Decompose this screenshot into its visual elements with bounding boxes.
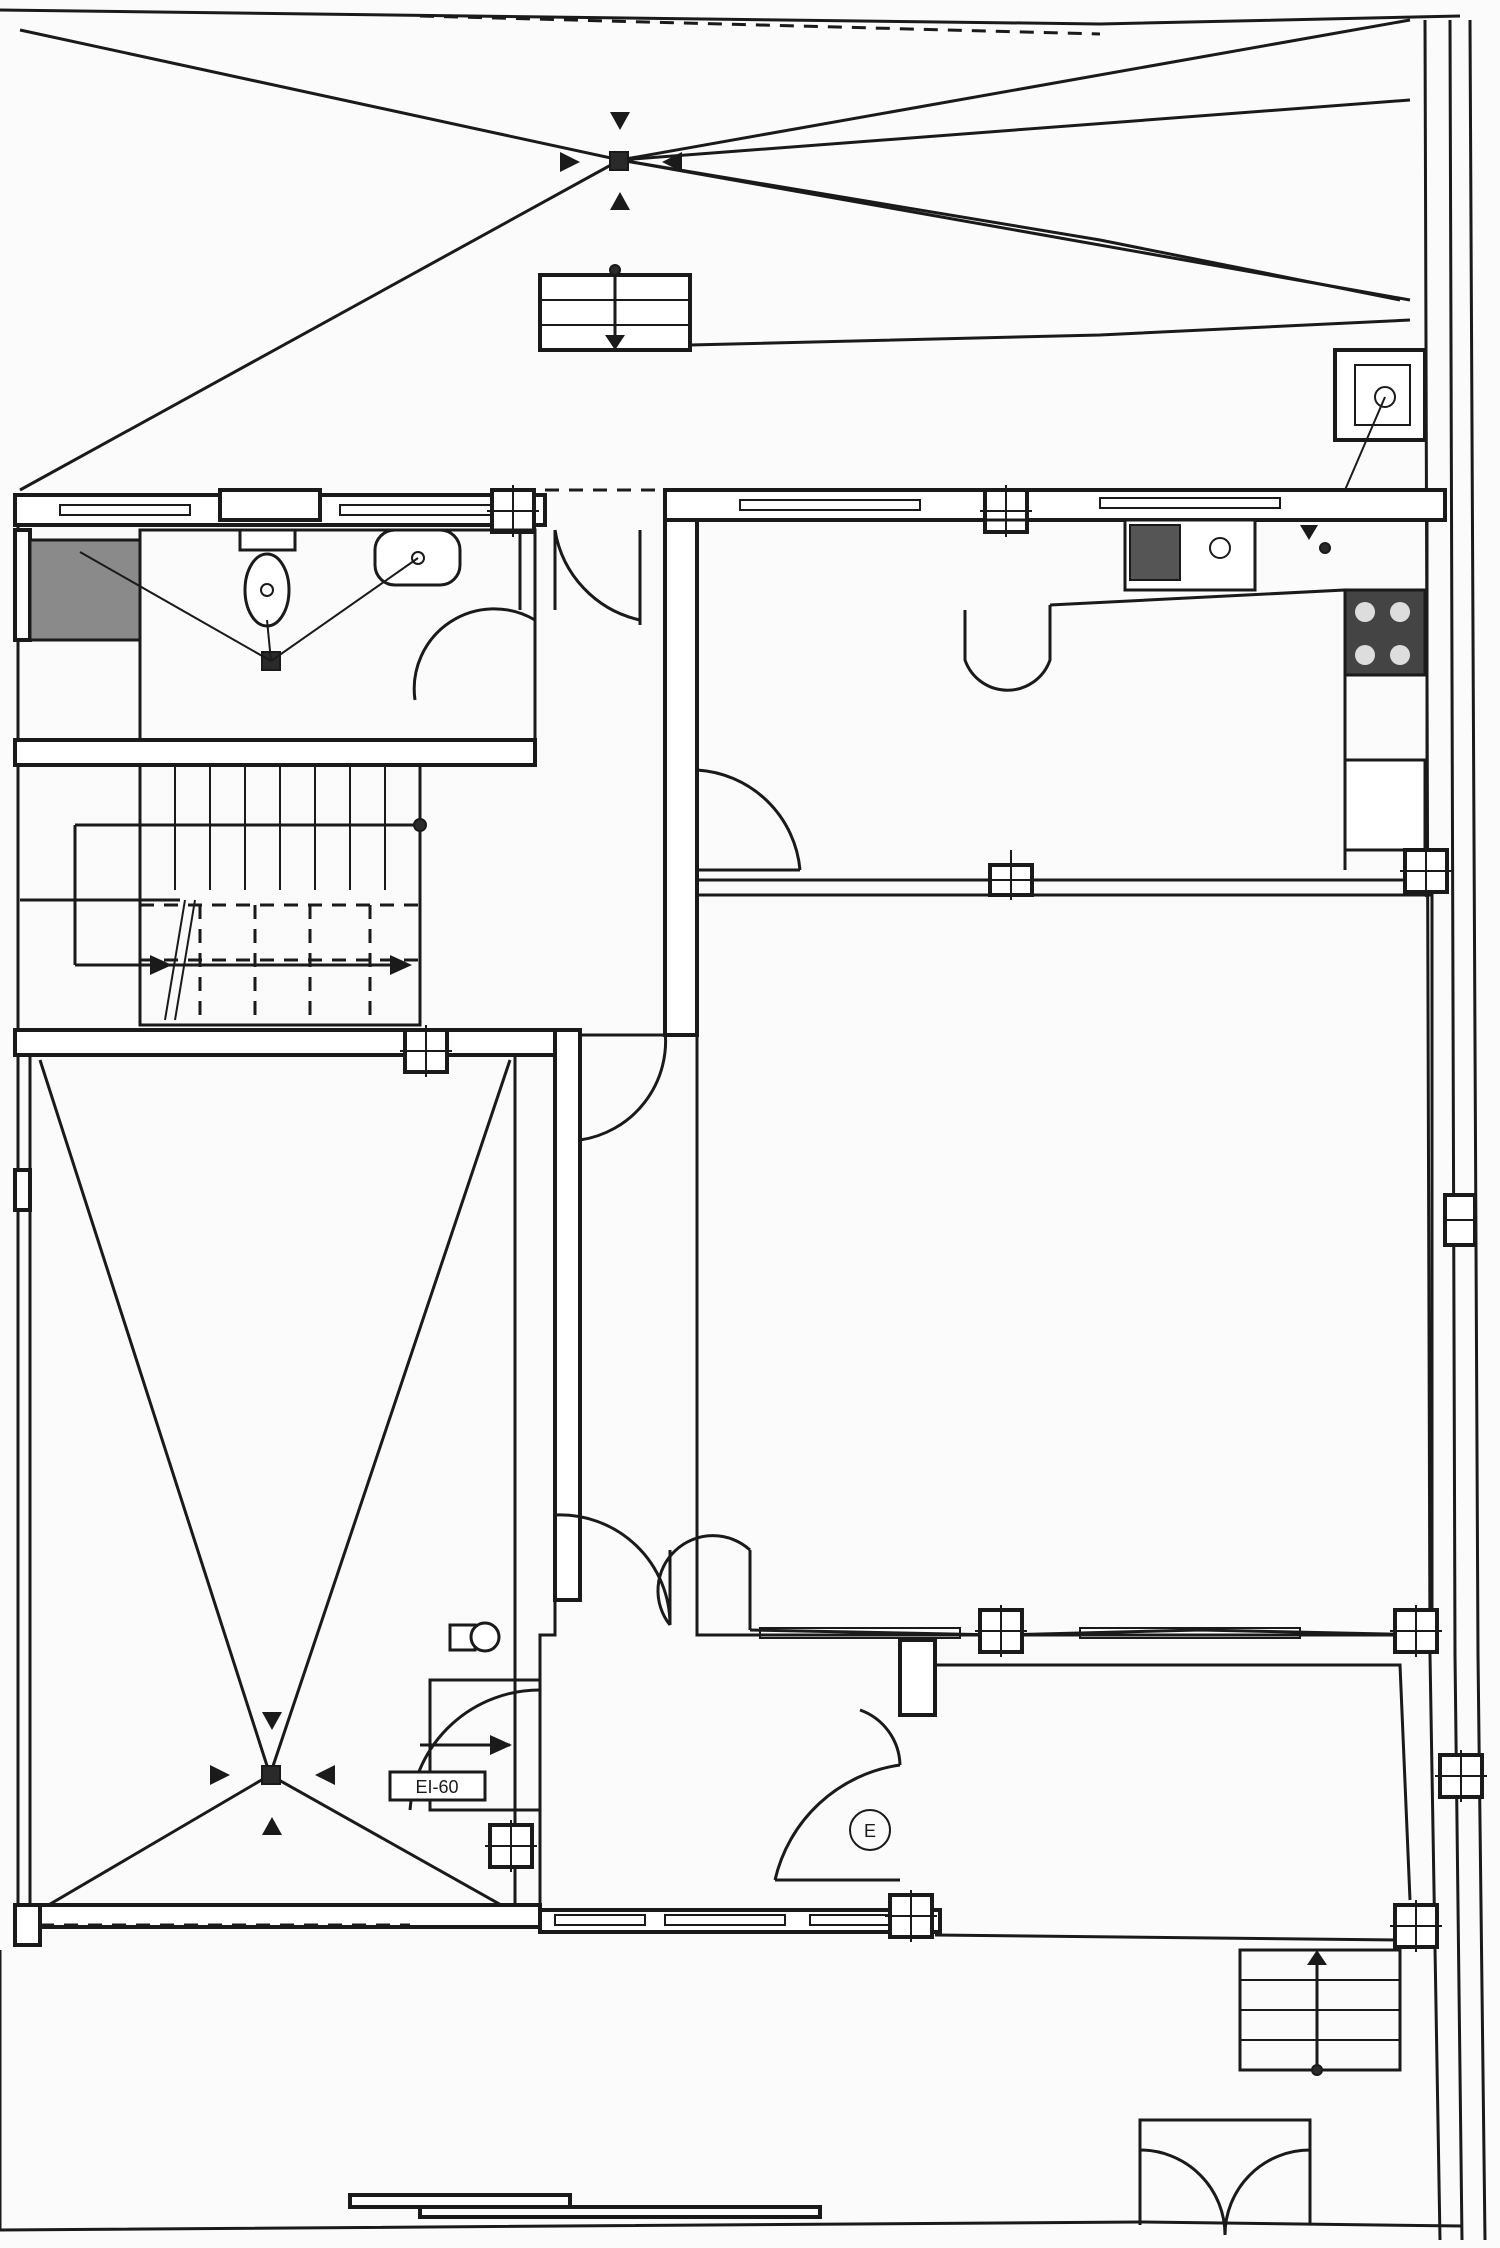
- window-marker: [487, 485, 539, 537]
- window-marker: [1435, 1750, 1487, 1802]
- outer-walls: [0, 8, 1487, 2241]
- arrow-up-icon: [1307, 1950, 1327, 1965]
- toilet-icon: [238, 528, 297, 628]
- window-marker: [1390, 1900, 1442, 1952]
- arrow-up-icon: [610, 192, 630, 210]
- kitchen-sink-icon: [1123, 518, 1257, 592]
- upper-wall-band: [13, 485, 1447, 537]
- living-room: [580, 893, 1477, 1657]
- window-marker: [980, 485, 1032, 537]
- arrow-right-icon: [390, 955, 412, 975]
- window-marker: [485, 1820, 537, 1872]
- arrow-left-icon: [315, 1765, 335, 1785]
- top-stairs: [538, 264, 1411, 352]
- fire-door-label: EI-60: [415, 1777, 458, 1797]
- arrow-down-icon: [262, 1712, 282, 1730]
- shower-tray: [28, 538, 142, 642]
- window-marker: [1390, 1605, 1442, 1657]
- arrow-right-icon: [210, 1765, 230, 1785]
- window-marker: [1400, 845, 1452, 897]
- arrow-right-icon: [150, 955, 172, 975]
- arrow-down-icon: [610, 112, 630, 130]
- hob-icon: [1343, 588, 1427, 677]
- circle-marker-label: E: [864, 1821, 876, 1841]
- upper-roof-area: [19, 18, 1411, 492]
- washbasin-icon: [448, 1621, 501, 1653]
- arrow-right-icon: [560, 152, 580, 172]
- window-marker: [885, 1890, 937, 1942]
- window-marker: [400, 1025, 452, 1077]
- window-marker: [985, 850, 1037, 900]
- fire-door: EI-60: [388, 1621, 542, 1872]
- arrow-up-icon: [262, 1817, 282, 1835]
- kitchen: [695, 518, 1452, 900]
- ceiling-light-icon: [261, 1765, 281, 1785]
- bathroom: [13, 528, 537, 752]
- bottom-terrace: [0, 1903, 1402, 2236]
- arrow-down-icon: [605, 335, 625, 350]
- arrow-left-icon: [662, 152, 682, 172]
- window-marker: [975, 1605, 1027, 1657]
- entrance-hall: E: [538, 1513, 1487, 1952]
- main-staircase: [13, 738, 537, 1027]
- window-marker: [1443, 1193, 1477, 1247]
- circle-marker: [849, 1809, 891, 1851]
- corridor: [518, 518, 802, 1602]
- flue-box: [1333, 348, 1427, 491]
- ceiling-light-icon: [609, 151, 629, 171]
